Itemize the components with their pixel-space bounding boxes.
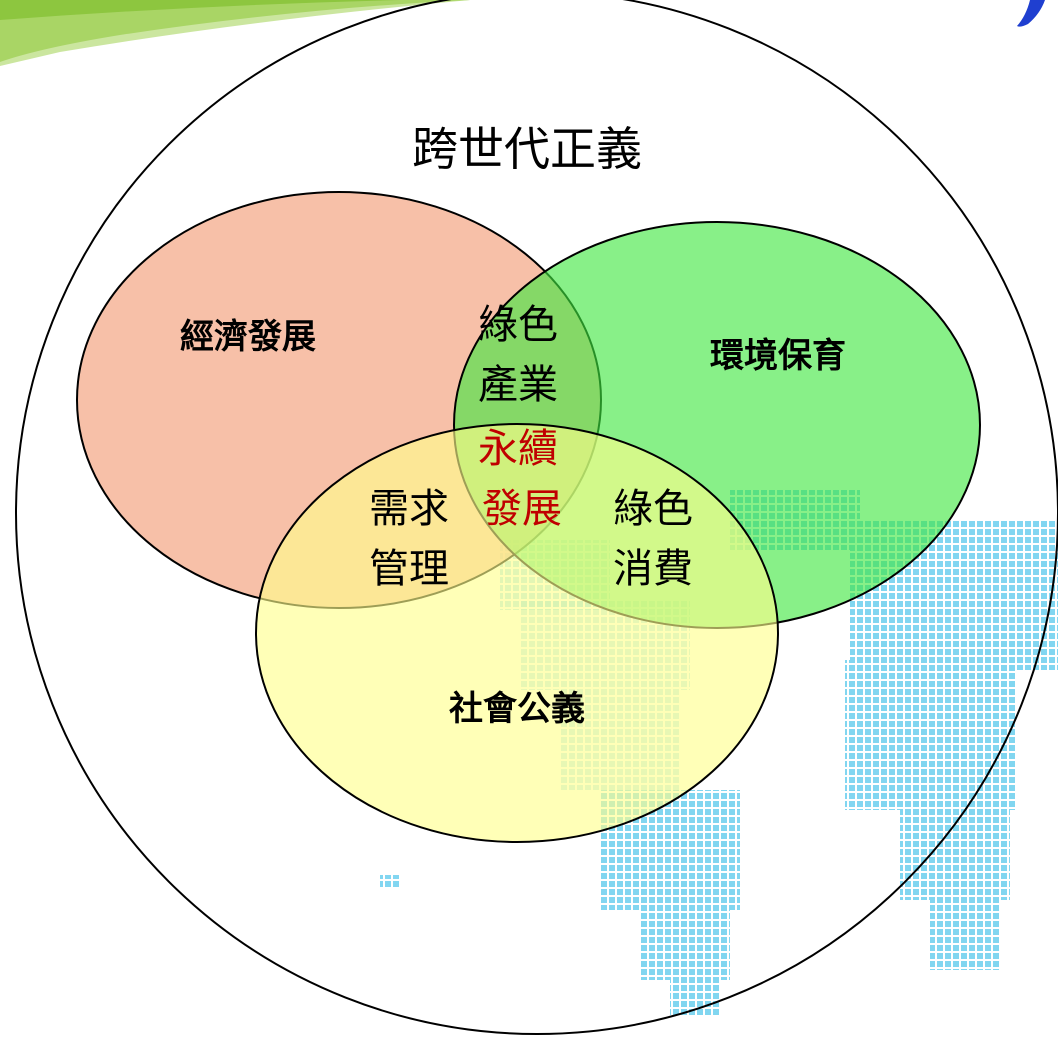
corner-glyph bbox=[1017, 0, 1045, 27]
outer-circle bbox=[15, 0, 1058, 1035]
sustainable-line2: 發展 bbox=[482, 486, 562, 532]
society-circle bbox=[255, 423, 779, 843]
environment-label: 環境保育 bbox=[710, 336, 846, 376]
green-industry-line1: 綠色 bbox=[478, 302, 558, 348]
green-consumption-line2: 消費 bbox=[613, 546, 693, 592]
outer-label: 跨世代正義 bbox=[412, 122, 642, 176]
demand-management-line2: 管理 bbox=[369, 546, 449, 592]
green-industry-line2: 產業 bbox=[478, 362, 558, 408]
demand-management-line1: 需求 bbox=[369, 486, 449, 532]
economy-label: 經濟發展 bbox=[180, 317, 316, 357]
society-label: 社會公義 bbox=[449, 689, 585, 729]
green-consumption-line1: 綠色 bbox=[613, 486, 693, 532]
sustainable-line1: 永續 bbox=[478, 426, 558, 472]
banner-swoosh bbox=[0, 0, 470, 66]
